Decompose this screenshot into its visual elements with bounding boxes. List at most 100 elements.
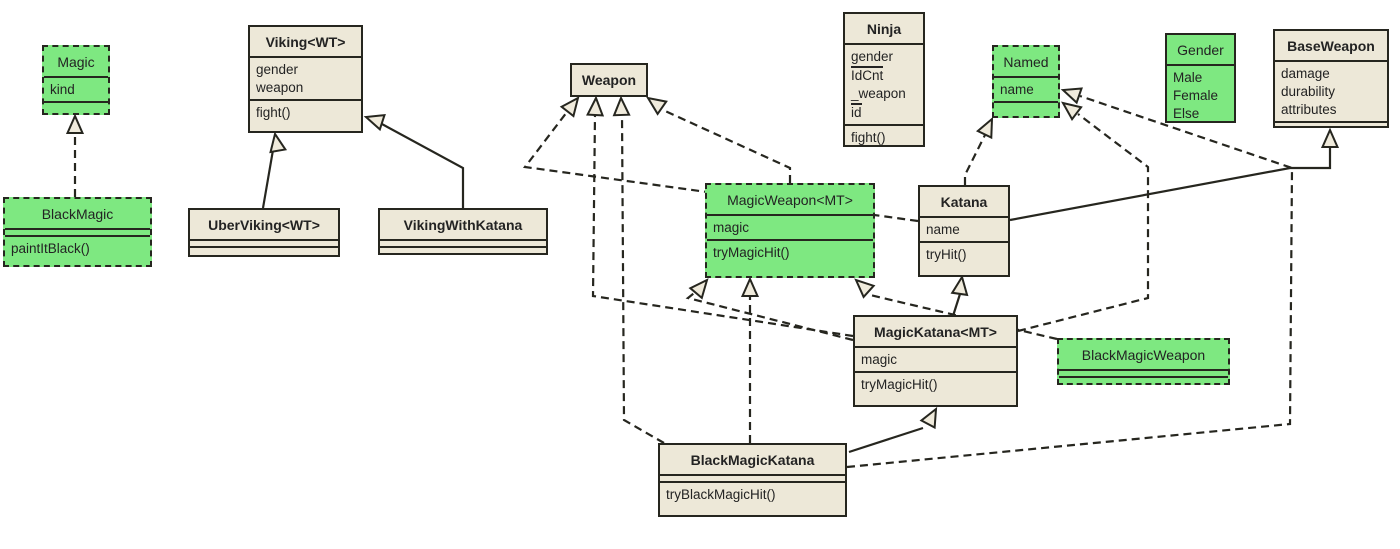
static-member-text: id — [851, 103, 862, 120]
member-item: _weapon — [851, 85, 917, 103]
class-compartment-empty — [380, 239, 546, 246]
class-compartment-empty — [660, 474, 845, 481]
member-text: Else — [1173, 106, 1200, 121]
class-compartment: name — [994, 76, 1058, 101]
class-box-VikingWT[interactable]: Viking<WT> gender weapon fight() — [248, 25, 363, 133]
inheritance-arrowhead-UberViking-Viking — [269, 131, 288, 154]
class-compartment-empty — [190, 239, 338, 246]
class-title: Weapon — [581, 72, 637, 88]
member-item: id — [851, 103, 917, 122]
edge-BlackMagicKatana-Weapon — [620, 113, 665, 444]
class-compartment-empty — [5, 228, 150, 235]
edge-BlackMagicKatana-Named — [846, 94, 1294, 469]
member-text: magic — [713, 220, 750, 235]
edge-MagicKatana-Katana — [951, 293, 962, 317]
class-box-BlackMagicWeapon[interactable]: BlackMagicWeapon — [1057, 338, 1230, 385]
edge-Katana-BaseWeapon — [1009, 148, 1332, 222]
member-item: tryHit() — [926, 246, 1002, 264]
class-compartment: kind — [44, 76, 108, 101]
member-item: IdCnt — [851, 66, 917, 85]
class-compartment-empty — [1059, 376, 1228, 383]
static-member-text: IdCnt — [851, 66, 884, 83]
member-item: fight() — [256, 104, 355, 122]
class-box-Weapon[interactable]: Weapon — [570, 63, 648, 97]
member-item: Else — [1173, 105, 1228, 123]
class-compartment: tryMagicHit() — [707, 239, 873, 276]
class-compartment: fight() — [845, 124, 923, 149]
class-title: VikingWithKatana — [403, 217, 523, 233]
edge-BlackMagicKatana-MagicKatana — [848, 426, 924, 454]
inheritance-arrowhead-MagicKatana-Katana — [950, 274, 969, 297]
member-item: kind — [50, 81, 102, 99]
member-item: magic — [713, 219, 867, 237]
class-title: Magic — [57, 54, 95, 70]
class-title: Viking<WT> — [265, 34, 346, 50]
class-compartment: name — [920, 216, 1008, 241]
member-item: magic — [861, 351, 1010, 369]
class-title: BlackMagicWeapon — [1081, 347, 1206, 363]
class-box-MagicKatanaMT[interactable]: MagicKatana<MT> magic tryMagicHit() — [853, 315, 1018, 407]
member-text: fight() — [256, 105, 291, 120]
inheritance-arrowhead-BlackMagicWeapon-MagicWeapon — [854, 278, 876, 299]
member-text: damage — [1281, 66, 1330, 81]
class-title: MagicKatana<MT> — [874, 324, 997, 340]
inheritance-arrowhead-BlackMagicKatana-Named — [1060, 87, 1083, 105]
member-text: tryBlackMagicHit() — [666, 487, 776, 502]
edge-MagicWeapon-Weapon — [662, 108, 792, 183]
member-item: tryMagicHit() — [713, 244, 867, 262]
edge-UberViking-Viking — [261, 149, 275, 209]
member-text: gender — [256, 62, 299, 77]
class-compartment: magic — [707, 214, 873, 239]
class-compartment-empty — [994, 101, 1058, 116]
member-text: gender — [851, 49, 894, 64]
inheritance-arrowhead-Katana-Named — [975, 116, 994, 140]
member-item: gender — [256, 61, 355, 79]
class-box-Magic[interactable]: Magic kind — [42, 45, 110, 115]
member-text: fight() — [851, 130, 886, 145]
member-item: gender — [851, 48, 917, 66]
member-text: durability — [1281, 84, 1336, 99]
class-compartment-empty — [1059, 369, 1228, 376]
inheritance-arrowhead-Katana-BaseWeapon — [1320, 127, 1340, 148]
inheritance-arrowhead-BlackMagicKatana-Weapon — [612, 95, 631, 117]
member-item: weapon — [256, 79, 355, 97]
class-box-MagicWeaponMT[interactable]: MagicWeapon<MT> magic tryMagicHit() — [705, 183, 875, 278]
member-text: tryMagicHit() — [861, 377, 938, 392]
inheritance-arrowhead-MagicWeapon-Weapon — [645, 96, 668, 116]
member-text: kind — [50, 82, 75, 97]
edge-MagicKatana-MagicWeapon — [685, 289, 854, 342]
member-text: weapon — [256, 80, 304, 95]
member-item: durability — [1281, 83, 1381, 101]
edge-VikingWithKatana-Viking — [379, 122, 465, 208]
class-title: MagicWeapon<MT> — [727, 192, 853, 208]
member-text: Male — [1173, 70, 1203, 85]
inheritance-arrowhead-MagicKatana-Weapon — [586, 95, 605, 117]
class-box-VikingWithKatana[interactable]: VikingWithKatana — [378, 208, 548, 255]
class-title: BaseWeapon — [1287, 38, 1375, 54]
class-title: Ninja — [866, 21, 902, 37]
inheritance-arrowhead-MagicKatana-MagicWeapon — [688, 278, 709, 300]
member-text: tryHit() — [926, 247, 967, 262]
class-box-UberVikingWT[interactable]: UberViking<WT> — [188, 208, 340, 257]
member-text: name — [1000, 82, 1034, 97]
class-compartment-empty — [190, 246, 338, 255]
inheritance-arrowhead-BlackMagicKatana-MagicWeapon — [740, 276, 760, 297]
class-compartment: gender weapon — [250, 56, 361, 99]
inheritance-arrowhead-BlackMagic-Magic — [65, 113, 85, 134]
member-text: paintItBlack() — [11, 241, 90, 256]
class-compartment-empty — [1275, 121, 1387, 128]
member-text: tryMagicHit() — [713, 245, 790, 260]
member-item: damage — [1281, 65, 1381, 83]
